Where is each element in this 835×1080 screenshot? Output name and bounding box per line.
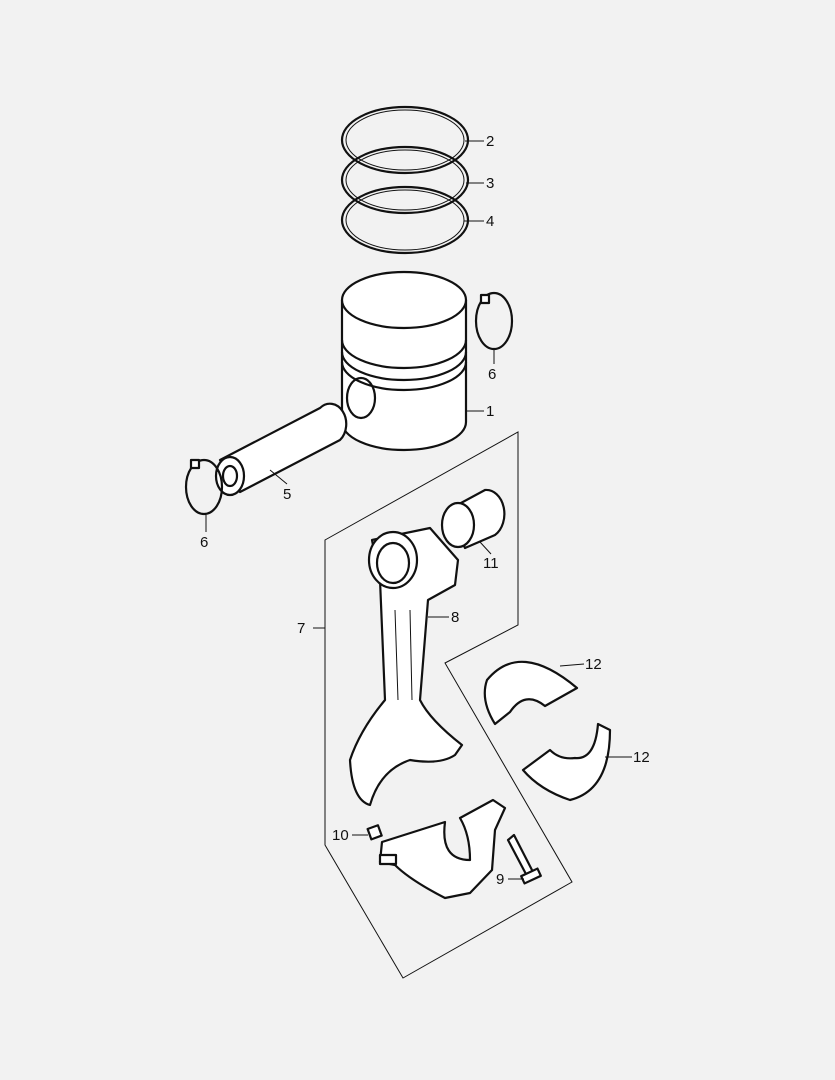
callout-6-right: 6: [488, 366, 497, 383]
leader-lines: [205, 140, 632, 880]
callout-1: 1: [486, 403, 495, 420]
piston-drawing: [340, 270, 468, 452]
callout-9: 9: [496, 871, 505, 888]
circlip-right-drawing: [474, 291, 514, 351]
callout-8: 8: [451, 609, 460, 626]
callout-10: 10: [332, 827, 349, 844]
callout-2: 2: [486, 133, 495, 150]
rod-bolt-drawing: [506, 833, 542, 885]
assembly-group-outline: [324, 431, 573, 979]
callout-11: 11: [483, 555, 499, 572]
rod-cap-drawing: [378, 798, 507, 900]
bearing-shell-lower-drawing: [521, 722, 612, 802]
callout-6-left: 6: [200, 534, 209, 551]
circlip-left-drawing: [184, 458, 224, 516]
callout-7: 7: [297, 620, 306, 637]
callout-12-upper: 12: [585, 656, 602, 673]
callout-4: 4: [486, 213, 495, 230]
dowel-drawing: [366, 824, 383, 841]
callout-12-lower: 12: [633, 749, 650, 766]
piston-rings: [340, 105, 470, 255]
bearing-shell-upper-drawing: [483, 660, 579, 726]
piston-pin-drawing: [214, 402, 348, 497]
callout-3: 3: [486, 175, 495, 192]
connecting-rod-drawing: [348, 526, 464, 807]
bushing-drawing: [440, 488, 506, 550]
callout-5: 5: [283, 486, 292, 503]
